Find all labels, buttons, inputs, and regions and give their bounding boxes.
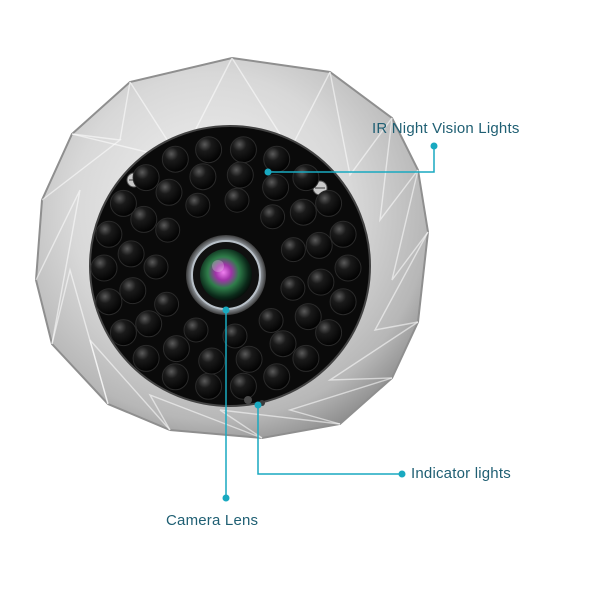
ir-led-icon	[229, 372, 257, 400]
ir-led-icon	[162, 335, 190, 363]
ir-led-icon	[161, 145, 189, 173]
ir-led-icon	[229, 136, 257, 164]
callout-camera-lens-label: Camera Lens	[166, 512, 259, 529]
ir-led-icon	[132, 164, 160, 192]
ir-led-icon	[132, 344, 160, 372]
ir-led-icon	[155, 217, 181, 243]
ir-led-icon	[90, 254, 118, 282]
ir-led-icon	[329, 220, 357, 248]
ir-led-icon	[154, 291, 180, 317]
ir-led-icon	[222, 323, 248, 349]
ir-led-icon	[109, 319, 137, 347]
ir-led-icon	[95, 288, 123, 316]
camera-lens-icon	[186, 235, 266, 315]
ir-led-icon	[260, 204, 286, 230]
ir-led-icon	[280, 237, 306, 263]
ir-led-icon	[280, 275, 306, 301]
callout-indicator-label: Indicator lights	[411, 465, 511, 482]
ir-led-icon	[292, 344, 320, 372]
ir-led-icon	[155, 178, 183, 206]
ir-led-icon	[315, 189, 343, 217]
ir-led-icon	[226, 161, 254, 189]
ir-led-icon	[224, 187, 250, 213]
ir-led-icon	[235, 345, 263, 373]
ir-led-icon	[135, 310, 163, 338]
ir-led-icon	[109, 189, 137, 217]
ir-led-icon	[119, 277, 147, 305]
ir-led-icon	[143, 254, 169, 280]
ir-led-icon	[263, 145, 291, 173]
ir-led-icon	[307, 268, 335, 296]
ir-led-icon	[195, 136, 223, 164]
ir-led-array	[90, 136, 362, 400]
ir-led-icon	[305, 231, 333, 259]
ir-led-icon	[263, 363, 291, 391]
ir-led-icon	[315, 319, 343, 347]
ir-led-icon	[329, 288, 357, 316]
callout-lens-leader	[222, 306, 230, 502]
ir-led-icon	[189, 163, 217, 191]
ir-led-icon	[130, 205, 158, 233]
callout-ir-night-vision-label: IR Night Vision Lights	[372, 120, 520, 137]
ir-led-icon	[334, 254, 362, 282]
callout-indicator-leader	[254, 401, 406, 478]
ir-led-icon	[294, 303, 322, 331]
ir-led-icon	[292, 164, 320, 192]
ir-led-icon	[95, 220, 123, 248]
ir-led-icon	[258, 308, 284, 333]
ir-led-icon	[262, 173, 290, 201]
ir-led-icon	[289, 198, 317, 226]
ir-led-icon	[198, 347, 226, 375]
ir-led-icon	[117, 240, 145, 268]
ir-led-icon	[185, 192, 211, 218]
callout-ir-leader	[264, 142, 438, 176]
ir-led-icon	[195, 372, 223, 400]
ir-led-icon	[183, 317, 209, 343]
ir-led-icon	[161, 363, 189, 391]
ir-led-icon	[269, 330, 297, 358]
